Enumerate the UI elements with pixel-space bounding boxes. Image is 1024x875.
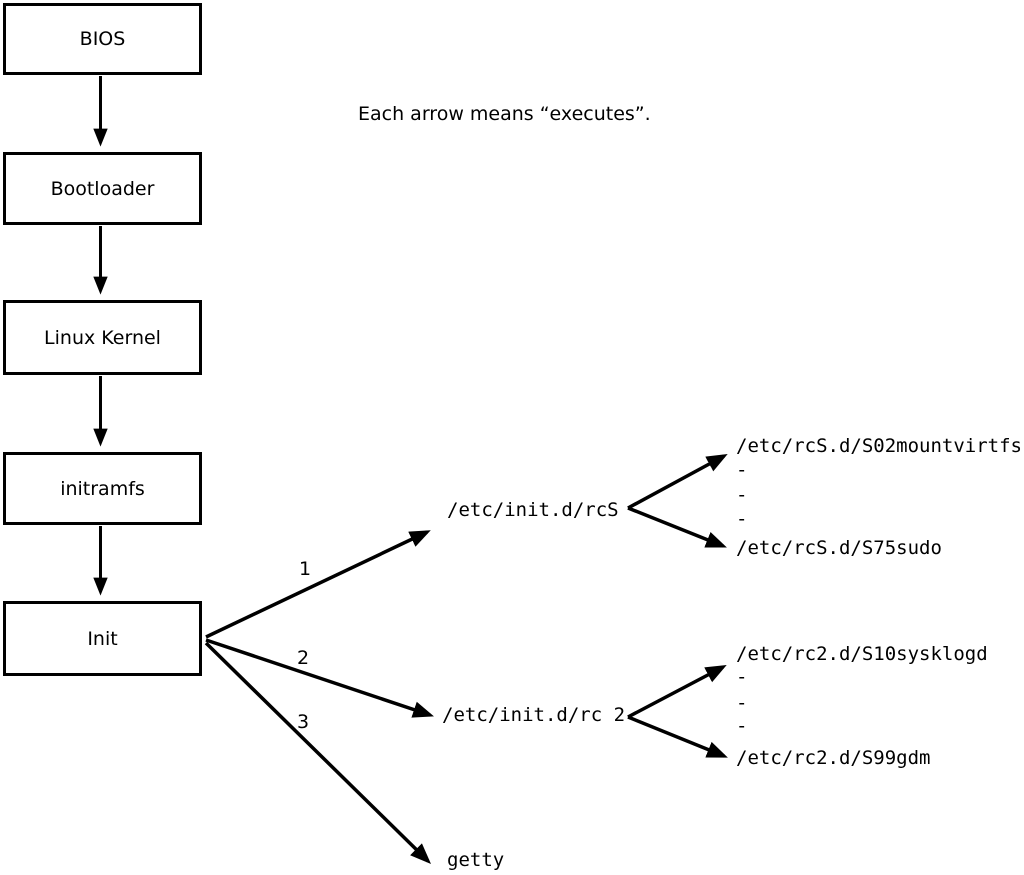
node-rc2-d-s10sysklogd: /etc/rc2.d/S10sysklogd [736,643,988,665]
arrow-init-to-rc2 [205,638,434,718]
node-rcs-ellipsis-dash: - [736,459,748,481]
node-rc2-ellipsis-dash: - [736,715,748,737]
branch-2-number: 2 [297,647,310,669]
node-rcs-d-s02mountvirtfs: /etc/rcS.d/S02mountvirtfs [736,435,1022,457]
arrow-rc2-to-s99gdm [627,715,728,758]
arrow-rcs-to-s75sudo [627,506,727,548]
node-etc-init-d-rcs: /etc/init.d/rcS [447,499,619,521]
box-init-label: Init [87,627,118,650]
arrow-rcs-to-s02mountvirtfs [627,453,728,510]
branch-1-number: 1 [299,558,312,580]
node-rcs-ellipsis-dash: - [736,484,748,506]
box-bootloader-label: Bootloader [50,177,155,200]
arrow-rc2-to-s10sysklogd [627,665,727,719]
node-rc2-d-s99gdm: /etc/rc2.d/S99gdm [736,747,931,769]
legend-note: Each arrow means “executes”. [358,103,651,125]
box-bios-label: BIOS [79,28,126,50]
arrow-init-to-getty [204,641,431,864]
box-init: Init [3,601,202,676]
node-rcs-d-s75sudo: /etc/rcS.d/S75sudo [736,537,942,559]
node-rcs-ellipsis-dash: - [736,508,748,530]
box-initramfs: initramfs [3,452,202,525]
node-etc-init-d-rc2: /etc/init.d/rc 2 [442,704,626,726]
node-rc2-ellipsis-dash: - [736,666,748,688]
box-linux-kernel-label: Linux Kernel [44,326,161,349]
arrow-init-to-rcs [205,530,431,639]
branch-3-number: 3 [297,711,310,733]
node-rc2-ellipsis-dash: - [736,692,748,714]
box-initramfs-label: initramfs [60,477,145,500]
box-bios: BIOS [3,3,202,75]
box-bootloader: Bootloader [3,152,202,225]
node-getty: getty [447,849,505,871]
box-linux-kernel: Linux Kernel [3,300,202,375]
